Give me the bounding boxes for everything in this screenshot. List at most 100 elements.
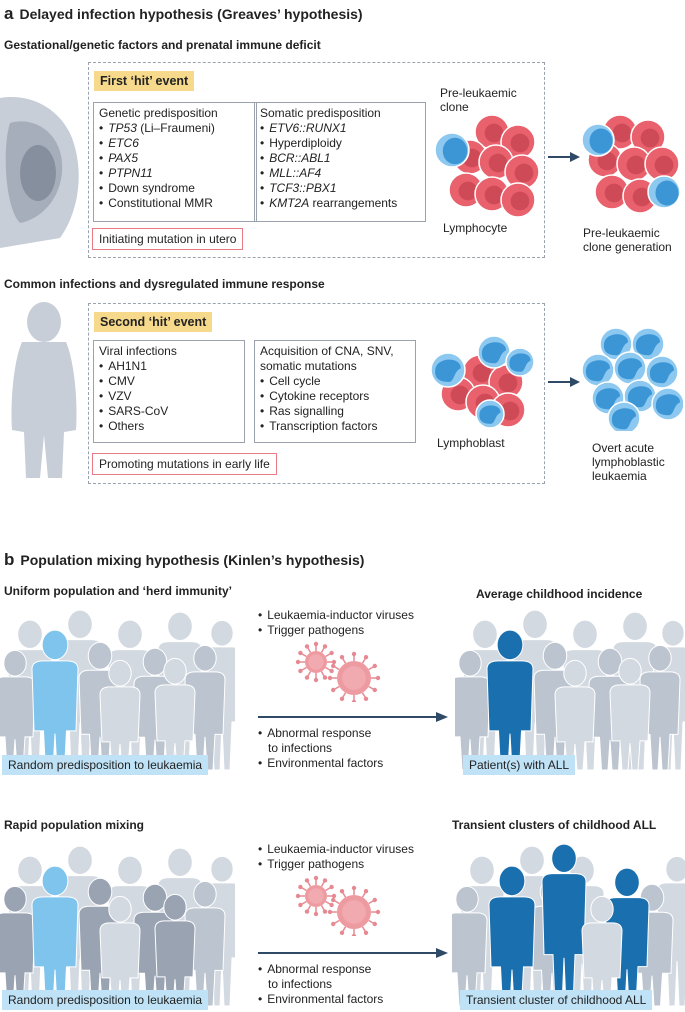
child-silhouette-icon	[11, 302, 77, 478]
lymphoblast-cell	[607, 401, 641, 431]
list-item: Ras signalling	[260, 404, 410, 419]
arrow-icon	[548, 377, 580, 387]
row1-top-list: Leukaemia-inductor virusesTrigger pathog…	[258, 608, 414, 638]
pre-leukaemic-clone-label: Pre-leukaemic clone	[440, 86, 517, 114]
person-silhouette	[609, 657, 651, 770]
predisposed-child-silhouette	[31, 629, 79, 770]
person-silhouette	[452, 885, 488, 1006]
predisposed-child-silhouette	[31, 865, 79, 1006]
arrow-icon	[548, 152, 580, 162]
lymphoblast-cell	[475, 399, 505, 429]
first-hit-frame	[88, 62, 545, 258]
viral-title: Viral infections	[99, 344, 177, 358]
lymphoblast-label: Lymphoblast	[437, 436, 505, 450]
genetic-predisposition-box: Genetic predisposition TP53 (Li–Fraumeni…	[93, 102, 257, 222]
first-hit-badge: First ‘hit’ event	[94, 71, 195, 91]
row2-right-title: Transient clusters of childhood ALL	[452, 818, 657, 832]
row1-left-banner: Random predisposition to leukaemia	[2, 755, 209, 775]
lymphocyte-label: Lymphocyte	[443, 221, 508, 235]
arrow-icon	[258, 948, 448, 958]
clone-generation-cluster	[581, 114, 681, 214]
acquisition-box: Acquisition of CNA, SNV, somatic mutatio…	[254, 340, 416, 443]
pink-cell	[474, 114, 510, 150]
arrow-icon	[258, 712, 448, 722]
list-item: BCR::ABL1	[260, 151, 420, 166]
list-item: Transcription factors	[260, 419, 410, 434]
list-item: VZV	[99, 389, 239, 404]
pre-leukaemic-cell-cluster	[434, 114, 540, 218]
lymphoblast-cell	[651, 387, 683, 421]
lymphocyte-cell	[647, 175, 681, 209]
pink-cell	[448, 172, 484, 208]
row1-right-banner: Patient(s) with ALL	[463, 755, 576, 775]
person-silhouette	[0, 649, 36, 770]
person-silhouette	[99, 659, 141, 770]
person-silhouette	[0, 885, 36, 1006]
row2-top-list: Leukaemia-inductor virusesTrigger pathog…	[258, 842, 414, 872]
person-silhouette	[554, 659, 596, 770]
patient-silhouette	[488, 865, 536, 1006]
clone-generation-label: Pre-leukaemic clone generation	[583, 226, 672, 254]
row1-left-title: Uniform population and ‘herd immunity’	[4, 584, 232, 598]
patient-silhouette	[486, 629, 534, 770]
list-item: TCF3::PBX1	[260, 181, 420, 196]
genetic-list: TP53 (Li–Fraumeni)ETC6PAX5PTPN11Down syn…	[99, 121, 251, 211]
list-item: SARS-CoV	[99, 404, 239, 419]
acquisition-list: Cell cycleCytokine receptorsRas signalli…	[260, 374, 410, 434]
list-item: MLL::AF4	[260, 166, 420, 181]
list-item: TP53 (Li–Fraumeni)	[99, 121, 251, 136]
list-item: Constitutional MMR	[99, 196, 251, 211]
row2-right-banner: Transient cluster of childhood ALL	[460, 990, 653, 1010]
virus-particle	[295, 641, 337, 683]
initiating-mutation-box: Initiating mutation in utero	[92, 228, 244, 250]
list-item: KMT2A rearrangements	[260, 196, 420, 211]
viral-infections-box: Viral infections AH1N1CMVVZVSARS-CoVOthe…	[93, 340, 245, 443]
lymphoblast-cell	[581, 353, 615, 387]
row1-right-title: Average childhood incidence	[476, 587, 643, 601]
person-silhouette	[455, 649, 491, 770]
pink-cell	[616, 146, 652, 182]
lymphoblast-cell	[613, 351, 647, 385]
list-item: Hyperdiploidy	[260, 136, 420, 151]
second-hit-badge: Second ‘hit’ event	[94, 312, 213, 332]
somatic-predisposition-box: Somatic predisposition ETV6::RUNX1Hyperd…	[254, 102, 426, 222]
somatic-title: Somatic predisposition	[260, 106, 381, 120]
virus-particle	[327, 651, 381, 702]
row2-left-crowd	[0, 845, 235, 1006]
virus-icon	[295, 875, 381, 936]
second-hit-header: Common infections and dysregulated immun…	[4, 277, 325, 291]
list-item: Down syndrome	[99, 181, 251, 196]
patient-silhouette	[541, 843, 587, 1006]
leukaemia-blast-cluster	[581, 327, 683, 431]
virus-particle	[327, 885, 381, 936]
pink-cell	[630, 119, 666, 155]
pink-cell	[644, 146, 680, 182]
pink-cell	[500, 182, 536, 218]
person-silhouette	[154, 657, 196, 770]
lymphoblast-cell	[505, 347, 535, 377]
list-item: PAX5	[99, 151, 251, 166]
promoting-mutation-box: Promoting mutations in early life	[92, 453, 277, 475]
row2-left-banner: Random predisposition to leukaemia	[2, 990, 209, 1010]
lymphoblast-cluster	[430, 335, 535, 429]
viral-list: AH1N1CMVVZVSARS-CoVOthers	[99, 359, 239, 434]
virus-icon	[295, 641, 381, 702]
row1-left-crowd	[0, 609, 235, 770]
somatic-list: ETV6::RUNX1HyperdiploidyBCR::ABL1MLL::AF…	[260, 121, 420, 211]
list-item: ETC6	[99, 136, 251, 151]
lymphocyte-cell	[581, 123, 615, 157]
person-silhouette	[581, 895, 623, 1006]
person-silhouette	[99, 895, 141, 1006]
row1-right-crowd	[455, 609, 685, 770]
row2-right-crowd	[452, 843, 685, 1006]
list-item: Others	[99, 419, 239, 434]
acquisition-title-line1: Acquisition of CNA, SNV,	[260, 344, 394, 358]
acquisition-title-line2: somatic mutations	[260, 359, 357, 373]
list-item: ETV6::RUNX1	[260, 121, 420, 136]
lymphoblast-cell	[430, 352, 466, 388]
genetic-title: Genetic predisposition	[99, 106, 218, 120]
